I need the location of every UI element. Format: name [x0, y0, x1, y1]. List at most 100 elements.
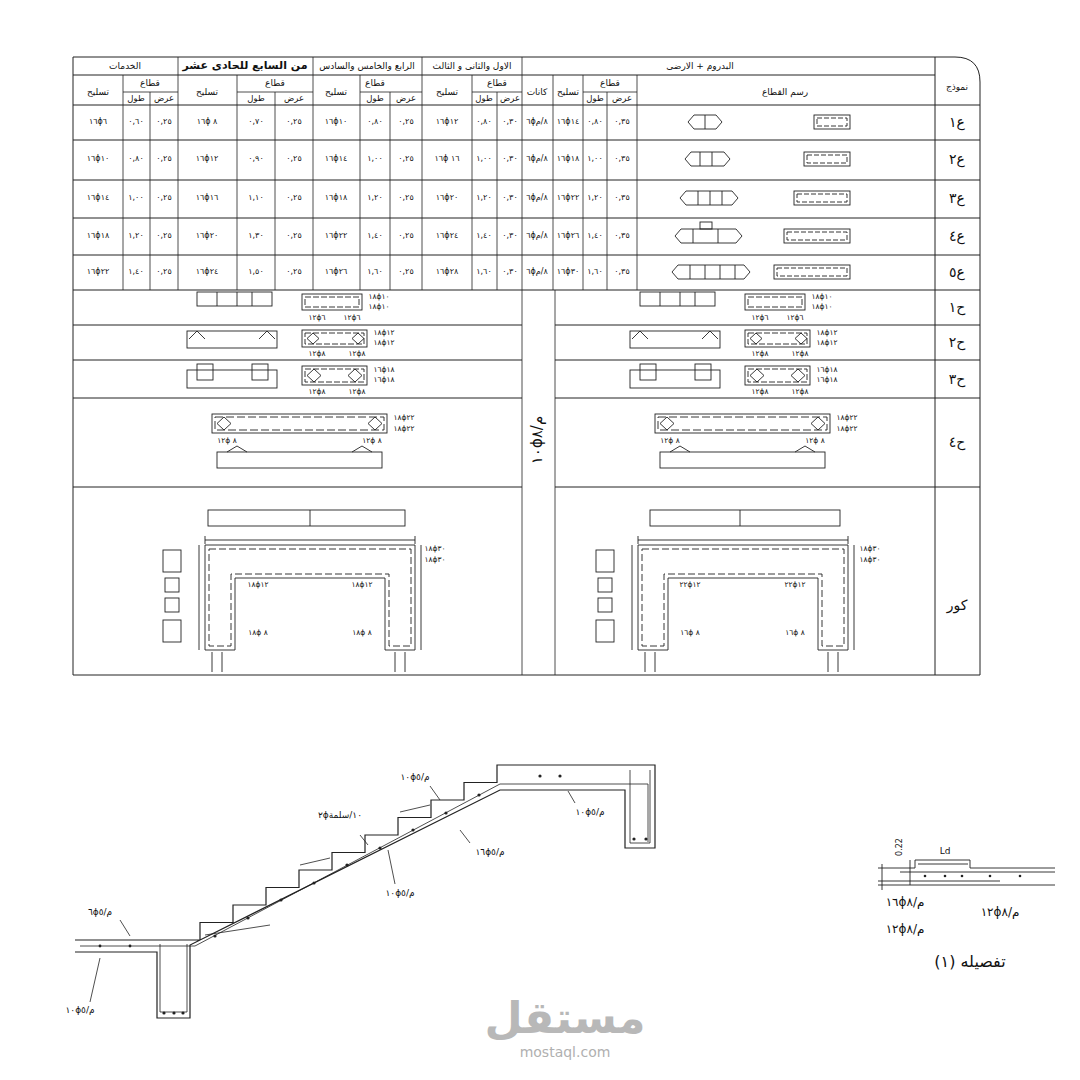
bar-callout: ١٢ϕ٨: [348, 388, 365, 397]
bar-callout: ١٨ϕ٣٠: [424, 545, 445, 554]
schedule-cell: ١٦ϕ١٢: [436, 117, 458, 126]
bar-callout: ١٨ϕ١٠: [811, 293, 832, 302]
row-label: ح١: [949, 299, 966, 315]
row-label: ع٤: [949, 228, 965, 244]
schedule-cell: ٠,٨٠: [367, 117, 382, 126]
schedule-cell: ٠,٧٠: [248, 117, 263, 126]
schedule-cell: ٠,٢٥: [398, 193, 413, 202]
bar-callout: ١٨ϕ ٨: [248, 629, 267, 638]
schedule-cell: ٠,٣٠: [502, 267, 517, 276]
header-cell: طول: [247, 94, 264, 104]
header-cell: نموذج: [946, 82, 968, 92]
schedule-cell: ١٦ϕ١٤: [325, 154, 347, 163]
bar-callout: ١٢ϕ٦: [308, 314, 325, 323]
schedule-cell: ٠,٨٠: [587, 117, 602, 126]
schedule-cell: ١٦ϕ٢٨: [436, 267, 458, 276]
bar-callout: ١٨ϕ٢٢: [393, 425, 414, 434]
schedule-cell: ١٦ϕ ٨: [197, 117, 218, 126]
header-cell: عرض: [500, 94, 520, 104]
bar-callout: م/١٢ϕ٨: [981, 906, 1020, 920]
schedule-cell: ١,٠٠: [476, 154, 491, 163]
row-label: ح٢: [949, 334, 966, 350]
header-cell: عرض: [284, 94, 304, 104]
schedule-cell: ٠,٢٥: [286, 231, 301, 240]
bar-callout: ١٢ϕ٨: [751, 350, 768, 359]
schedule-cell: ٠,٩٠: [248, 154, 263, 163]
header-cell: الاول والثانى و الثالث: [433, 61, 512, 71]
schedule-cell: ١٦ϕ١٤: [87, 193, 109, 202]
schedule-cell: ١٦ϕ١٢: [196, 154, 218, 163]
header-cell: قطاع: [140, 78, 160, 88]
schedule-cell: ٠,٢٥: [398, 267, 413, 276]
bar-callout: ١٨ϕ١٢: [351, 581, 372, 590]
bar-callout: ١٢ϕ ٨: [805, 437, 824, 446]
bar-callout: ٢٢ϕ١٢: [784, 581, 805, 590]
schedule-cell: ٦ϕ٨/م: [526, 154, 548, 163]
bar-callout: م/١٦ϕ٨: [886, 896, 925, 910]
bar-callout: ١٢ϕ٨: [348, 350, 365, 359]
schedule-cell: ١٦ϕ٢٠: [196, 231, 218, 240]
schedule-cell: ١٦ϕ١٨: [325, 193, 347, 202]
schedule-cell: ١,٤٠: [587, 231, 602, 240]
schedule-cell: ٦ϕ٨/م: [526, 231, 548, 240]
header-cell: تسليح: [196, 87, 218, 97]
header-cell: قطاع: [487, 78, 507, 88]
schedule-cell: ١٦ϕ١٨: [557, 154, 579, 163]
bar-callout: ١٨ϕ١٢: [816, 339, 837, 348]
schedule-cell: ٠,٢٥: [286, 117, 301, 126]
bar-callout: ١٢ϕ٦: [343, 314, 360, 323]
schedule-cell: ١,٠٠: [587, 154, 602, 163]
schedule-cell: ١٦ϕ١٤: [557, 117, 579, 126]
header-cell: البدروم + الارضى: [666, 61, 733, 71]
schedule-cell: ٦ϕ٨/م: [526, 267, 548, 276]
schedule-cell: ٠,٣٥: [614, 117, 629, 126]
bar-callout: ١٨ϕ٢٢: [393, 414, 414, 423]
header-cell: طول: [586, 94, 603, 104]
bar-callout: ١٨ϕ١٠: [368, 293, 389, 302]
schedule-cell: ١٦ϕ ١٦: [434, 154, 459, 163]
bar-callout: ١٨ϕ ٨: [352, 629, 371, 638]
bar-callout: ١٢ϕ٨: [791, 388, 808, 397]
schedule-cell: ١,٦٠: [367, 267, 382, 276]
schedule-cell: ١,٣٠: [248, 231, 263, 240]
schedule-cell: ٠,٢٥: [286, 193, 301, 202]
schedule-cell: ١,١٠: [248, 193, 263, 202]
bar-callout: ١٢ϕ٨: [791, 350, 808, 359]
schedule-cell: ٠,٢٥: [286, 267, 301, 276]
bar-callout: ١٢ϕ٨: [308, 350, 325, 359]
bar-callout: ١٦ϕ١٨: [373, 376, 394, 385]
schedule-cell: ٠,٣٠: [502, 231, 517, 240]
header-cell: كانات: [527, 87, 548, 97]
schedule-cell: ٠,٨٠: [128, 154, 143, 163]
header-cell: قطاع: [600, 78, 620, 88]
header-cell: طول: [366, 94, 383, 104]
schedule-cell: ١,٠٠: [367, 154, 382, 163]
bar-callout: ١٢ϕ٨: [308, 388, 325, 397]
schedule-cell: ١٦ϕ١٠: [325, 117, 347, 126]
bar-callout: ١٨ϕ١٠: [811, 303, 832, 312]
header-cell: تسليح: [87, 87, 109, 97]
schedule-cell: ١٦ϕ٣٠: [557, 267, 579, 276]
bar-callout: ١٨ϕ٣٠: [859, 556, 880, 565]
schedule-cell: ١٦ϕ٢٤: [196, 267, 218, 276]
schedule-cell: ٠,٢٥: [398, 154, 413, 163]
header-cell: من السابع للحادى عشر: [182, 60, 307, 73]
schedule-cell: ١,٢٠: [367, 193, 382, 202]
bar-callout: م/١٢ϕ٨: [886, 923, 925, 937]
stair-callout: ٢ϕ١٠/سلمة: [318, 810, 362, 820]
row-label: كور: [947, 597, 968, 613]
schedule-cell: ٦ϕ٨/م: [526, 193, 548, 202]
schedule-cell: ١,٤٠: [128, 267, 143, 276]
schedule-cell: ٠,٣٥: [614, 154, 629, 163]
schedule-cell: ٦ϕ٨/م: [526, 117, 548, 126]
bar-callout: ١٢ϕ ٨: [362, 437, 381, 446]
stair-callout: م/١٠ϕ٥: [400, 772, 429, 782]
schedule-cell: ٠,٢٥: [398, 117, 413, 126]
schedule-cell: ١,٦٠: [587, 267, 602, 276]
schedule-cell: ١,٤٠: [476, 231, 491, 240]
schedule-cell: ٠,٣٠: [502, 154, 517, 163]
schedule-cell: ١,٢٠: [128, 231, 143, 240]
schedule-cell: ١٦ϕ٢٢: [87, 267, 109, 276]
header-cell: عرض: [396, 94, 416, 104]
